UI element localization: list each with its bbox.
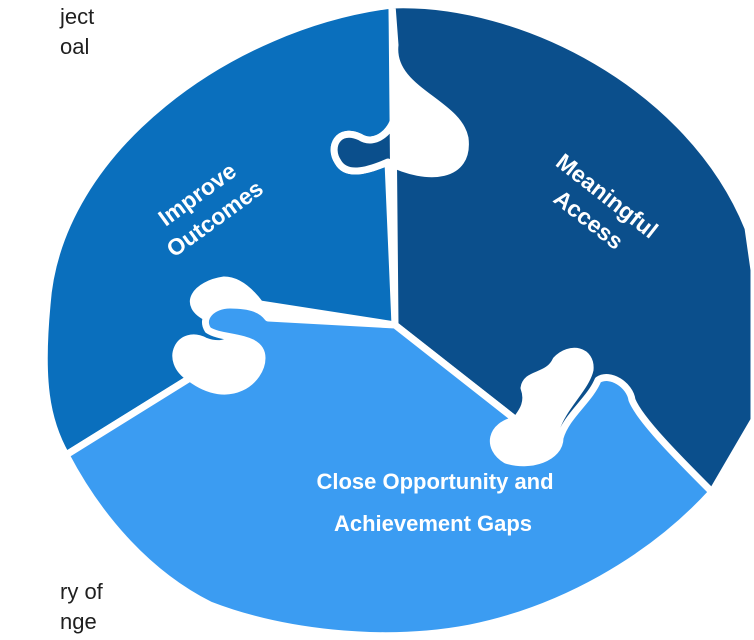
puzzle-piece-close-gaps xyxy=(62,301,716,640)
text-fragment-top-line-1: ject xyxy=(60,4,95,29)
puzzle-piece-meaningful-access xyxy=(330,1,754,496)
text-fragment-bottom-line-2: nge xyxy=(60,609,97,634)
text-fragment-bottom-line-1: ry of xyxy=(60,579,103,604)
label-close-gaps-line-1: Close Opportunity and xyxy=(316,469,553,494)
text-fragment-top: ject oal xyxy=(60,2,94,62)
text-fragment-bottom: ry of nge xyxy=(60,577,103,637)
text-fragment-top-line-2: oal xyxy=(60,34,90,59)
label-close-gaps-line-2: Achievement Gaps xyxy=(334,511,532,536)
